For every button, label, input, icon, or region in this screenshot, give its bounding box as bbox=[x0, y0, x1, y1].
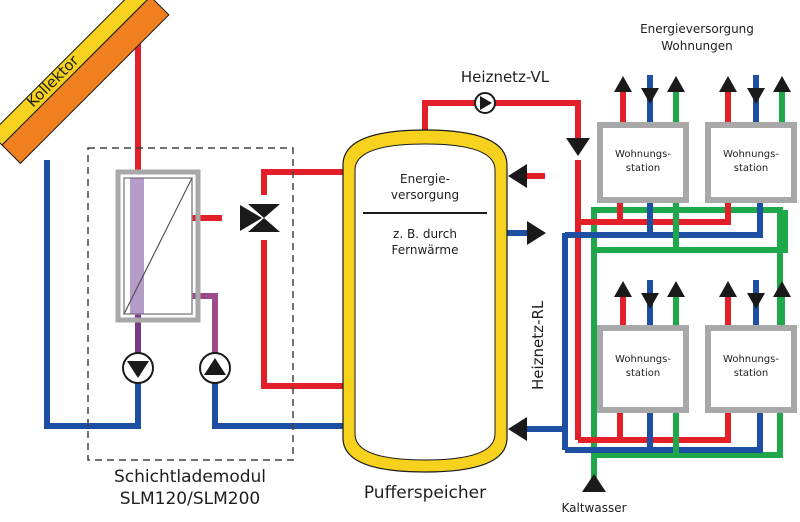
pipes bbox=[44, 20, 788, 480]
return-in-arrow bbox=[508, 417, 527, 441]
district-heating-label-1: z. B. durch bbox=[393, 227, 457, 241]
heating-supply-label: Heiznetz-VL bbox=[461, 68, 550, 86]
lower-blue-header bbox=[565, 410, 763, 453]
module-label-2: SLM120/SLM200 bbox=[120, 489, 260, 509]
apartment-station-top-left: Wohnungs- station bbox=[597, 122, 689, 203]
valve-to-tank-top-pipe bbox=[261, 169, 350, 195]
energy-out-arrow bbox=[527, 221, 546, 245]
upper-red-header bbox=[578, 200, 731, 225]
tank-bottom-return-pipe bbox=[212, 380, 350, 429]
district-heating-label-2: Fernwärme bbox=[392, 243, 459, 257]
svg-text:station: station bbox=[734, 163, 768, 174]
station-arrows bbox=[614, 76, 791, 309]
energy-supply-label-1: Energie- bbox=[400, 172, 450, 186]
three-way-valve bbox=[240, 204, 280, 232]
svg-text:Wohnungs-: Wohnungs- bbox=[723, 354, 779, 365]
upper-blue-header bbox=[565, 200, 763, 238]
charging-pump bbox=[199, 352, 231, 384]
heat-exchanger bbox=[115, 169, 201, 323]
energy-supply-apartments-label-2: Wohnungen bbox=[661, 39, 733, 53]
energy-supply-apartments-label-1: Energieversorgung bbox=[640, 22, 754, 36]
valve-to-tank-middle-pipe bbox=[261, 240, 350, 389]
buffer-tank bbox=[342, 129, 508, 473]
cold-water-up-arrow bbox=[582, 474, 606, 492]
heating-supply-pipe-2 bbox=[495, 100, 581, 140]
buffer-tank-label: Pufferspeicher bbox=[364, 483, 486, 503]
apartment-station-bottom-left: Wohnungs- station bbox=[597, 325, 689, 413]
svg-text:station: station bbox=[626, 368, 660, 379]
svg-text:station: station bbox=[734, 368, 768, 379]
apartment-station-top-right: Wohnungs- station bbox=[705, 122, 797, 203]
module-boundary bbox=[87, 147, 294, 461]
svg-text:Wohnungs-: Wohnungs- bbox=[723, 149, 779, 160]
energy-supply-label-2: versorgung bbox=[391, 188, 459, 202]
apartment-station-bottom-right: Wohnungs- station bbox=[705, 325, 797, 413]
heating-return-label: Heiznetz-RL bbox=[529, 300, 547, 390]
solar-collector bbox=[0, 0, 170, 165]
upper-green-header bbox=[594, 210, 788, 253]
svg-text:Wohnungs-: Wohnungs- bbox=[615, 149, 671, 160]
lower-red-header bbox=[578, 410, 731, 443]
collector-return-pipe bbox=[44, 160, 141, 429]
svg-text:Wohnungs-: Wohnungs- bbox=[615, 354, 671, 365]
collector-pump bbox=[122, 352, 154, 384]
module-label-1: Schichtlademodul bbox=[114, 467, 266, 487]
svg-text:station: station bbox=[626, 163, 660, 174]
cold-water-label: Kaltwasser bbox=[561, 501, 626, 515]
heating-supply-pump bbox=[474, 92, 496, 114]
supply-down-arrow bbox=[566, 138, 590, 156]
energy-in-arrow bbox=[508, 164, 527, 188]
